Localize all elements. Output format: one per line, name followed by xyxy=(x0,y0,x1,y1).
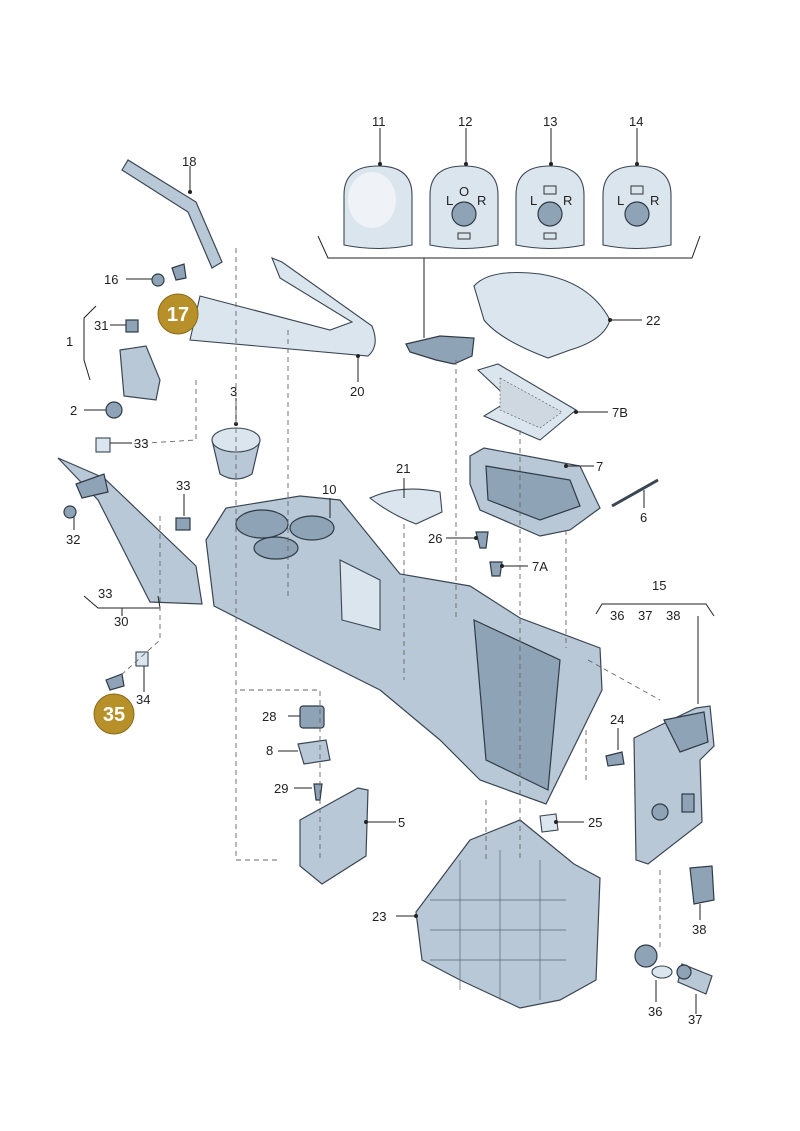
switch-module xyxy=(405,335,475,365)
screw-32 xyxy=(63,505,77,530)
label-8: 8 xyxy=(266,743,273,758)
knob-cover-group-bracket xyxy=(317,235,701,338)
label-34: 34 xyxy=(136,692,150,707)
trim-frame-20 xyxy=(189,257,376,382)
label-7b: 7B xyxy=(612,405,628,420)
badge-17: 17 xyxy=(157,293,199,335)
label-26: 26 xyxy=(428,531,442,546)
label-37: 37 xyxy=(688,1012,702,1027)
knob-cover-13: L R xyxy=(515,128,585,250)
label-21: 21 xyxy=(396,461,410,476)
label-13: 13 xyxy=(543,114,557,129)
cover-21 xyxy=(368,478,443,525)
knob-letter-r: R xyxy=(477,193,486,208)
side-trim-30 xyxy=(57,457,203,605)
clip-25 xyxy=(539,813,584,833)
part-number-labels: 11 12 13 14 18 16 31 1 22 20 3 2 7B 33 7… xyxy=(66,114,706,1027)
label-20: 20 xyxy=(350,384,364,399)
assembly-guides xyxy=(119,248,661,950)
label-36-group: 36 xyxy=(610,608,624,623)
clip-31 xyxy=(110,319,139,333)
label-37-group: 37 xyxy=(638,608,652,623)
label-16: 16 xyxy=(104,272,118,287)
knob-cover-14: L R xyxy=(602,128,672,250)
socket-28 xyxy=(288,705,325,729)
knob-cover-11 xyxy=(343,128,413,250)
label-30: 30 xyxy=(114,614,128,629)
lower-housing-23 xyxy=(396,819,601,1009)
knob-letter-l: L xyxy=(446,193,453,208)
label-32: 32 xyxy=(66,532,80,547)
badge-35-text: 35 xyxy=(103,704,125,726)
screw-24 xyxy=(605,728,625,767)
knob-cover-12: L O R xyxy=(429,128,499,250)
screw-26 xyxy=(446,531,489,549)
label-2: 2 xyxy=(70,403,77,418)
screw-17 xyxy=(171,263,187,281)
clip-33-mid xyxy=(175,494,191,531)
label-11: 11 xyxy=(372,114,386,129)
switch-38 xyxy=(689,865,715,920)
svg-text:L: L xyxy=(530,193,537,208)
label-29: 29 xyxy=(274,781,288,796)
label-25: 25 xyxy=(588,815,602,830)
badge-17-text: 17 xyxy=(167,304,189,326)
nut-16 xyxy=(126,273,165,287)
label-24: 24 xyxy=(610,712,624,727)
trim-strip-18 xyxy=(121,159,223,269)
label-18: 18 xyxy=(182,154,196,169)
label-1: 1 xyxy=(66,334,73,349)
label-10: 10 xyxy=(322,482,336,497)
label-7: 7 xyxy=(596,459,603,474)
clip-33-upper xyxy=(95,437,132,453)
svg-text:L: L xyxy=(617,193,624,208)
label-5: 5 xyxy=(398,815,405,830)
label-14: 14 xyxy=(629,114,643,129)
label-7a: 7A xyxy=(532,559,548,574)
label-38-group: 38 xyxy=(666,608,680,623)
rod-6 xyxy=(611,478,659,508)
clip-7a xyxy=(489,561,528,577)
label-12: 12 xyxy=(458,114,472,129)
label-23: 23 xyxy=(372,909,386,924)
knob-letter-o: O xyxy=(459,184,469,199)
mat-7b xyxy=(476,363,608,441)
rear-panel xyxy=(633,616,715,865)
screw-29 xyxy=(294,783,323,801)
badge-35: 35 xyxy=(93,693,135,735)
label-33-lower: 33 xyxy=(98,586,112,601)
label-6: 6 xyxy=(640,510,647,525)
socket-36 xyxy=(634,944,673,1002)
svg-text:R: R xyxy=(650,193,659,208)
label-38: 38 xyxy=(692,922,706,937)
holder-8 xyxy=(278,739,331,765)
label-28: 28 xyxy=(262,709,276,724)
label-3: 3 xyxy=(230,384,237,399)
label-15: 15 xyxy=(652,578,666,593)
lighter-37 xyxy=(676,963,713,1014)
bracket-1 xyxy=(83,305,161,401)
label-33-upper: 33 xyxy=(134,436,148,451)
label-31: 31 xyxy=(94,318,108,333)
group-bracket-15 xyxy=(595,603,715,617)
group-bracket-30 xyxy=(83,595,161,616)
bracket-5 xyxy=(299,787,396,885)
nut-2 xyxy=(84,401,123,419)
armrest-lid-22 xyxy=(473,271,642,359)
svg-text:R: R xyxy=(563,193,572,208)
screw-35-clip-34 xyxy=(105,651,149,692)
storage-tray-7 xyxy=(469,447,601,537)
label-36: 36 xyxy=(648,1004,662,1019)
label-22: 22 xyxy=(646,313,660,328)
label-33-mid: 33 xyxy=(176,478,190,493)
